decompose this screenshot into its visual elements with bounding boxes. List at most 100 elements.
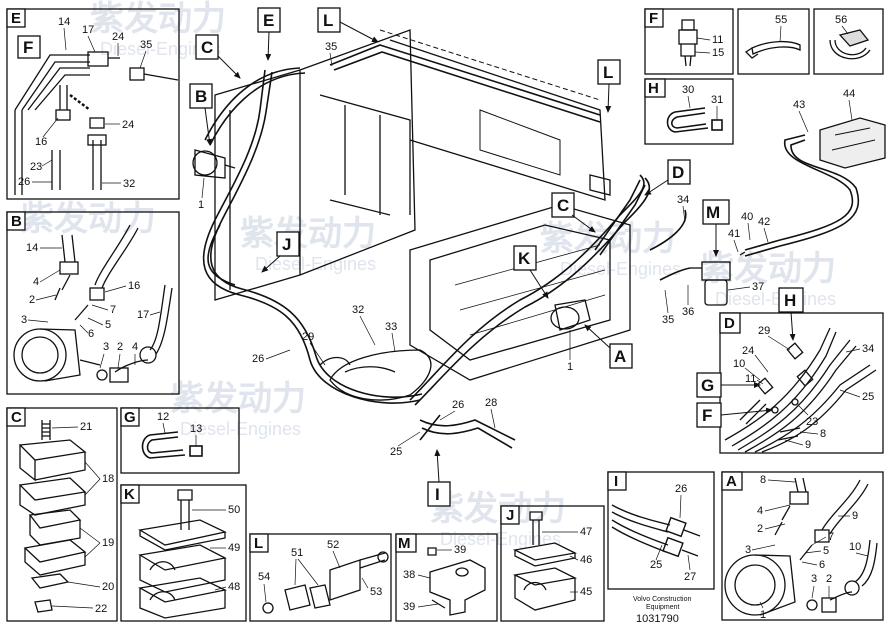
svg-text:19: 19	[102, 537, 114, 549]
detail-box-J: J 47 46 45	[500, 505, 605, 622]
svg-text:F: F	[23, 38, 33, 57]
detail-box-H: H 30 31	[644, 78, 734, 145]
svg-text:1: 1	[760, 609, 766, 621]
svg-text:Diesel-Engines: Diesel-Engines	[180, 419, 301, 439]
main-part-labels: 1 35 32 33 29 26 26 28 25 1 34 35 36 37 …	[198, 41, 855, 458]
detail-box-B: B 14 4 2 3 16 7 6 5 17 3 2 4	[6, 211, 180, 395]
svg-text:5: 5	[105, 319, 111, 331]
svg-text:Equipment: Equipment	[646, 604, 680, 611]
svg-text:J: J	[282, 235, 291, 254]
svg-text:Diesel-Engines: Diesel-Engines	[255, 254, 376, 274]
svg-text:33: 33	[385, 321, 397, 333]
svg-text:H: H	[784, 291, 796, 310]
svg-text:49: 49	[228, 542, 240, 554]
svg-text:C: C	[11, 409, 22, 426]
svg-text:21: 21	[80, 421, 92, 433]
svg-text:23: 23	[806, 416, 818, 428]
svg-text:26: 26	[675, 483, 687, 495]
detail-box-G: G 12 13	[120, 407, 240, 474]
svg-text:9: 9	[805, 439, 811, 451]
svg-text:47: 47	[580, 526, 592, 538]
svg-text:48: 48	[228, 581, 240, 593]
svg-text:40: 40	[741, 211, 753, 223]
svg-text:41: 41	[728, 228, 740, 240]
svg-text:16: 16	[128, 280, 140, 292]
svg-text:32: 32	[123, 178, 135, 190]
D-callout-F: F	[696, 402, 773, 428]
svg-text:25: 25	[390, 446, 402, 458]
svg-text:G: G	[124, 409, 136, 426]
callout-L-top: L	[317, 7, 379, 43]
detail-box-M: M 39 38 39	[395, 533, 498, 622]
svg-text:F: F	[649, 10, 658, 27]
svg-text:14: 14	[58, 16, 70, 28]
svg-text:L: L	[603, 63, 613, 82]
svg-text:Diesel-Engines: Diesel-Engines	[560, 259, 681, 279]
svg-text:6: 6	[88, 328, 94, 340]
svg-text:C: C	[201, 38, 213, 57]
svg-text:1: 1	[198, 199, 204, 211]
detail-box-D: D H G F 29 24 10 11 34 25 23 8 9	[696, 287, 884, 454]
svg-text:K: K	[124, 486, 135, 503]
svg-text:36: 36	[682, 306, 694, 318]
svg-text:18: 18	[102, 473, 114, 485]
svg-text:24: 24	[122, 119, 134, 131]
svg-text:23: 23	[30, 161, 42, 173]
svg-text:25: 25	[862, 391, 874, 403]
svg-text:56: 56	[835, 14, 847, 26]
svg-text:I: I	[614, 473, 618, 490]
svg-text:3: 3	[21, 314, 27, 326]
svg-text:43: 43	[793, 99, 805, 111]
svg-text:5: 5	[823, 545, 829, 557]
watermark: 紫发动力 Diesel-Engines 紫发动力 Diesel-Engines …	[20, 0, 836, 549]
svg-text:2: 2	[117, 341, 123, 353]
detail-box-K: K 50 49 48	[120, 484, 247, 622]
svg-text:L: L	[323, 11, 333, 30]
svg-text:紫发动力: 紫发动力	[20, 200, 156, 238]
svg-text:紫发动力: 紫发动力	[240, 215, 376, 253]
svg-text:9: 9	[852, 510, 858, 522]
svg-text:K: K	[518, 249, 531, 268]
svg-text:11: 11	[712, 34, 723, 46]
svg-text:35: 35	[325, 41, 337, 53]
svg-text:28: 28	[485, 397, 497, 409]
svg-text:A: A	[726, 473, 737, 490]
svg-text:L: L	[254, 535, 263, 552]
svg-text:52: 52	[327, 539, 339, 551]
svg-text:10: 10	[733, 358, 745, 370]
callout-L-right: L	[597, 59, 621, 113]
svg-text:38: 38	[403, 569, 415, 581]
svg-text:13: 13	[190, 423, 202, 435]
detail-box-I: I 26 25 27	[607, 471, 715, 590]
detail-box-F: F 11 15	[644, 8, 734, 75]
svg-text:37: 37	[752, 281, 764, 293]
callout-A-main: A	[584, 324, 633, 369]
svg-text:32: 32	[352, 304, 364, 316]
svg-text:Diesel-Engines: Diesel-Engines	[715, 289, 836, 309]
callout-K: K	[513, 245, 549, 299]
detail-box-56: 56	[813, 8, 884, 75]
svg-text:B: B	[11, 213, 22, 230]
callout-E: E	[257, 7, 281, 61]
svg-text:1: 1	[567, 361, 573, 373]
svg-text:4: 4	[33, 276, 39, 288]
callout-C-top: C	[195, 34, 241, 79]
svg-text:E: E	[11, 10, 21, 27]
svg-text:C: C	[557, 196, 569, 215]
svg-text:25: 25	[650, 559, 662, 571]
svg-text:35: 35	[662, 314, 674, 326]
callout-B: B	[189, 83, 213, 146]
callout-I-main: I	[427, 449, 451, 507]
svg-text:3: 3	[103, 341, 109, 353]
footer: Volvo Construction Equipment 1031790	[633, 596, 691, 625]
svg-text:42: 42	[758, 216, 770, 228]
svg-text:44: 44	[843, 88, 855, 100]
svg-text:3: 3	[745, 544, 751, 556]
svg-text:8: 8	[820, 428, 826, 440]
svg-text:M: M	[706, 203, 720, 222]
svg-text:17: 17	[82, 24, 94, 36]
svg-text:35: 35	[140, 39, 152, 51]
svg-text:4: 4	[132, 341, 138, 353]
svg-text:24: 24	[742, 345, 754, 357]
